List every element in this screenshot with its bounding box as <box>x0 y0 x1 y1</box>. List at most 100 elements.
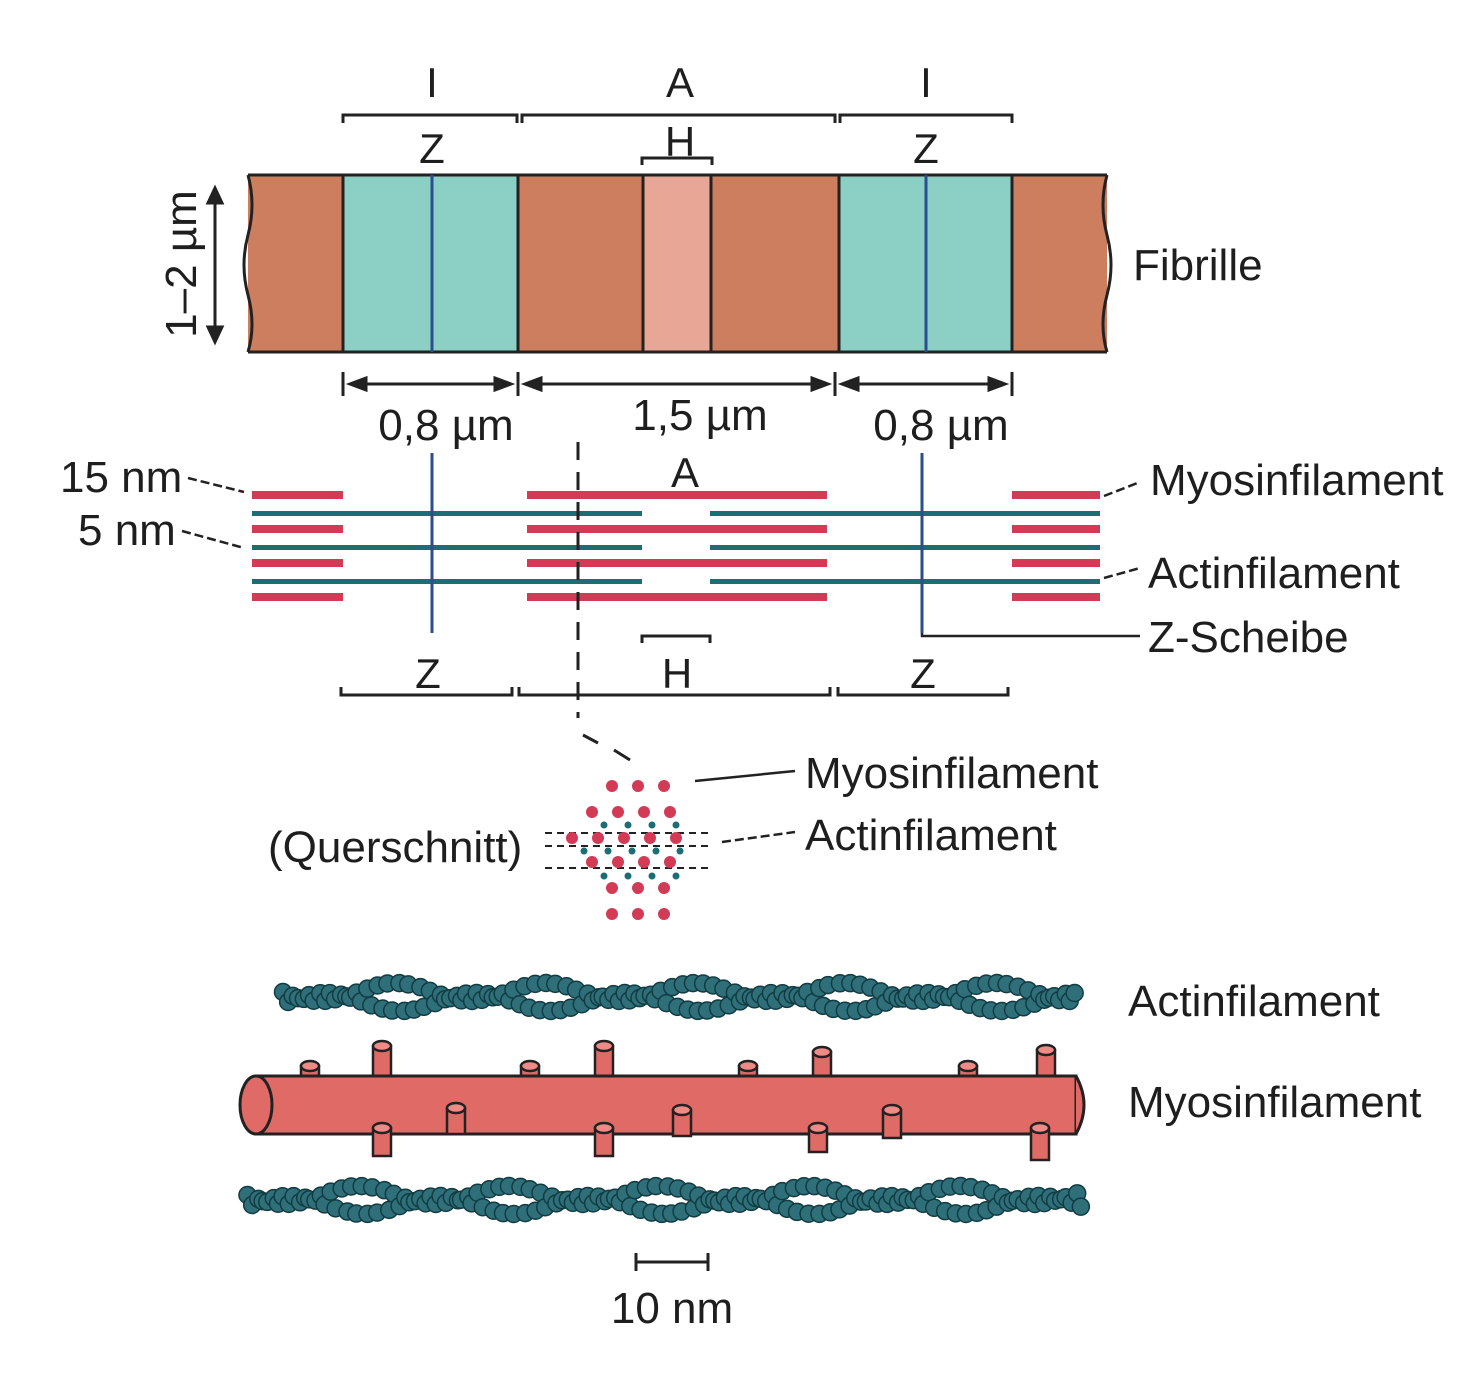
molecular-myosin-label: Myosinfilament <box>1128 1078 1421 1127</box>
fibril-height-arrow <box>205 184 225 346</box>
actin-dot <box>672 821 680 829</box>
actin-dot <box>652 847 660 855</box>
dimension-middle-label: 1,5 µm <box>632 391 767 440</box>
filament-h-label: H <box>662 650 692 697</box>
h-zone-bracket <box>640 156 714 165</box>
a-band-left <box>518 175 643 352</box>
myosin-dot <box>586 856 598 868</box>
a-band-right-end <box>1012 175 1107 352</box>
actin-dot <box>628 847 636 855</box>
cross-section-lattice <box>545 780 712 920</box>
i-band-right-bracket <box>838 113 1014 123</box>
label-5nm: 5 nm <box>78 506 176 555</box>
actin-dot <box>648 821 656 829</box>
fibril-outline <box>242 173 1113 354</box>
myosin-head-up-cap <box>299 1059 321 1073</box>
myosin-dot <box>632 882 644 894</box>
myosin-dot <box>606 780 618 792</box>
cross-section-actin-dots <box>580 821 684 880</box>
myosin-dot <box>566 832 578 844</box>
fibril-band-brackets <box>341 113 1014 165</box>
z-disc-label: Z-Scheibe <box>1148 613 1349 662</box>
myosin-dot <box>638 856 650 868</box>
actin-bead <box>1065 983 1084 1003</box>
actin-dot <box>624 821 632 829</box>
myosin-head-down-cap <box>807 1121 829 1135</box>
a-band-label: A <box>666 59 694 106</box>
myosin-rod <box>238 1039 1086 1162</box>
i-band-left-label: I <box>426 59 438 106</box>
myosin-dot <box>664 806 676 818</box>
myosin-dot <box>644 832 656 844</box>
cross-section-label: (Querschnitt) <box>268 823 522 872</box>
lower-brackets <box>339 634 1010 697</box>
myosin-filament-label: Myosinfilament <box>1150 456 1443 505</box>
i-band-right-label: I <box>920 59 932 106</box>
dimension-right-label: 0,8 µm <box>873 401 1008 450</box>
cross-section-pointer <box>582 733 631 762</box>
nm-leader-lines <box>181 476 245 550</box>
myosin-head-up-cap <box>519 1059 541 1073</box>
dimension-left-label: 0,8 µm <box>378 401 513 450</box>
fibril-height-label: 1–2 µm <box>157 190 206 338</box>
filament-z-left-label: Z <box>415 650 441 697</box>
z-line-left-label: Z <box>419 125 445 172</box>
myosin-dot <box>658 908 670 920</box>
myosin-dot <box>670 832 682 844</box>
myosin-head-up-cap <box>737 1059 759 1073</box>
myosin-dot <box>658 780 670 792</box>
a-band-bracket <box>520 113 837 123</box>
h-zone <box>643 175 711 352</box>
scale-bar-label: 10 nm <box>611 1284 733 1333</box>
actin-bead <box>1071 1197 1091 1216</box>
filament-z-right-label: Z <box>910 650 936 697</box>
actin-dot <box>604 847 612 855</box>
myosin-dot <box>618 832 630 844</box>
actin-dot <box>648 872 656 880</box>
myosin-dot <box>592 832 604 844</box>
fibril-dimension-arrows <box>341 372 1014 396</box>
myosin-dot <box>586 806 598 818</box>
myosin-dot <box>664 856 676 868</box>
myosin-head-up-cap <box>957 1059 979 1073</box>
a-band-left-end <box>248 175 343 352</box>
myosin-head-up-cap <box>1035 1043 1057 1057</box>
label-15nm: 15 nm <box>60 453 182 502</box>
myosin-dot <box>638 806 650 818</box>
actin-dot <box>600 821 608 829</box>
molecular-actin-label: Actinfilament <box>1128 977 1380 1026</box>
myosin-rod-right-cap <box>1074 1075 1086 1135</box>
myosin-dot <box>632 908 644 920</box>
myosin-dot <box>606 882 618 894</box>
fibril-bands <box>248 175 1107 352</box>
cross-section-actin-label: Actinfilament <box>805 811 1057 860</box>
myosin-head-down-cap <box>445 1101 467 1115</box>
myosin-head-down-cap <box>1029 1121 1051 1135</box>
z-line-right-label: Z <box>913 125 939 172</box>
myosin-head-down-cap <box>593 1121 615 1135</box>
filament-leader-lines <box>920 480 1141 638</box>
i-band-left-bracket <box>341 113 519 123</box>
actin-dot <box>672 872 680 880</box>
myosin-head-down-cap <box>671 1103 693 1117</box>
myosin-dot <box>606 908 618 920</box>
cross-section-myosin-dots <box>566 780 682 920</box>
scale-bar <box>634 1253 710 1271</box>
actin-bead-strand-bottom <box>238 1176 1091 1224</box>
myosin-head-up-cap <box>811 1045 833 1059</box>
myosin-filaments <box>252 491 1100 601</box>
myosin-dot <box>632 780 644 792</box>
actin-dot <box>600 872 608 880</box>
actin-dot <box>580 847 588 855</box>
actin-filaments <box>252 511 1100 584</box>
h-zone-label: H <box>665 118 695 165</box>
myosin-head-down-cap <box>881 1103 903 1117</box>
actin-dot <box>624 872 632 880</box>
myosin-dot <box>612 806 624 818</box>
fibril-label: Fibrille <box>1133 241 1263 290</box>
cross-section-myosin-label: Myosinfilament <box>805 749 1098 798</box>
myosin-dot <box>612 856 624 868</box>
actin-dot <box>676 847 684 855</box>
